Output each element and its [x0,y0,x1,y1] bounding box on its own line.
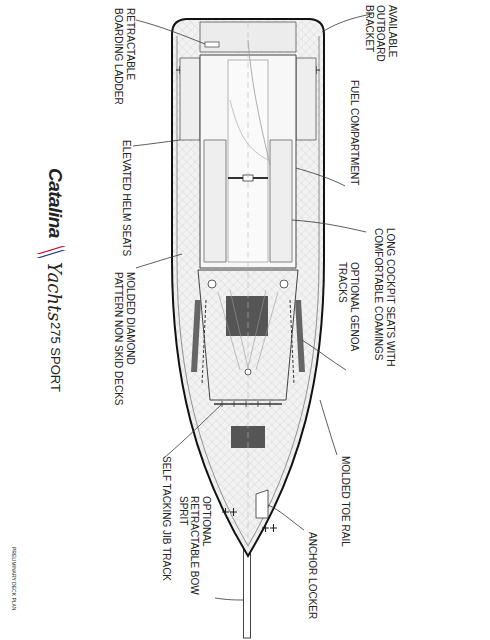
callout-label-text: FUEL COMPARTMENT [349,80,360,185]
callout-label: ANCHOR LOCKER [307,532,319,632]
callout-label: SELF TACKING JIB TRACK [161,456,173,596]
callout-label-text: MOLDED TOE RAIL [340,456,351,547]
drawing-note: PRELIMINARY DECK PLAN [10,547,16,637]
boarding-ladder [205,42,219,47]
anchor-locker [256,490,268,518]
callout-label: MOLDED TOE RAIL [340,456,352,556]
hull-outline [172,19,324,556]
leader-line [268,505,304,530]
drawing-note-text: PRELIMINARY DECK PLAN [11,547,17,610]
leader-line [292,220,366,232]
jib-track-ticks [222,401,270,407]
brand-logo: Catalina [44,168,66,278]
callout-label-text: SELF TACKING JIB TRACK [161,456,172,581]
callout-label: AVAILABLE OUTBOARD BRACKET [364,5,399,105]
callout-label: ELEVATED HELM SEATS [121,140,133,270]
callout-label: LONG COCKPIT SEATS WITH COMFORTABLE COAM… [373,228,396,370]
leader-line [296,168,345,186]
logo-stripe [36,246,66,254]
leader-line [320,400,337,455]
callout-label-text: MOLDED DIAMOND PATTERN NON SKID DECKS [114,272,137,406]
callout-label-text: OPTIONAL RETRACTABLE BOW SPRIT [178,496,212,595]
leader-line [215,598,243,600]
cockpit-sole [228,60,268,262]
callout-label-text: LONG COCKPIT SEATS WITH COMFORTABLE COAM… [374,228,397,367]
brand-logo-text: Catalina [45,168,66,238]
mainsheet [248,40,270,165]
leader-line [133,140,180,146]
winch [280,280,288,288]
model-name-text: 275 SPORT [48,322,63,392]
leader-line [302,340,346,370]
winch [208,280,216,288]
leader-line [136,20,205,44]
callout-label: RETRACTABLE BOARDING LADDER [113,8,136,108]
model-name: 275 SPORT [47,322,62,432]
callout-label: OPTIONAL GENOA TRACKS [337,262,360,387]
helm-seat [180,58,200,140]
callout-label: FUEL COMPARTMENT [349,80,361,200]
callout-label-text: ANCHOR LOCKER [307,532,318,619]
bow-sprit [244,545,251,638]
bow-cleats [222,508,277,532]
callout-label: MOLDED DIAMOND PATTERN NON SKID DECKS [113,272,136,412]
leader-line [164,404,222,458]
callout-label: OPTIONAL RETRACTABLE BOW SPRIT [178,496,213,621]
brand-logo-text: Yachts [44,262,65,321]
callout-label-text: ELEVATED HELM SEATS [121,140,132,256]
callout-label-text: OPTIONAL GENOA TRACKS [338,262,361,351]
logo-stripe [36,250,66,258]
callout-label-text: AVAILABLE OUTBOARD BRACKET [364,5,398,62]
helm-seat [296,58,316,140]
centerline [248,22,249,550]
leader-lines [133,14,372,600]
main-hatch [226,296,268,336]
leader-line [136,254,182,268]
callout-label-text: RETRACTABLE BOARDING LADDER [114,8,137,105]
